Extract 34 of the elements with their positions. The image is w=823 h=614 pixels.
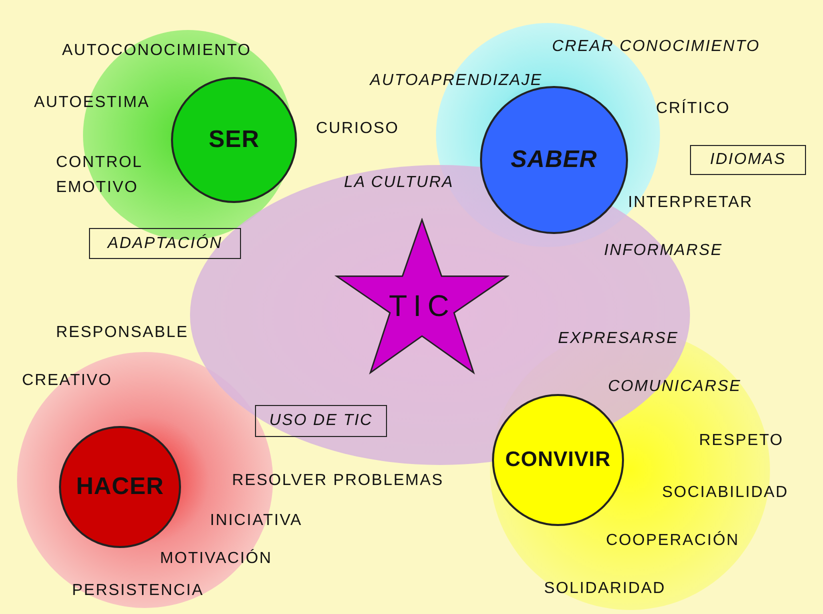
concept-label: PERSISTENCIA	[72, 581, 204, 601]
node-label: USO DE TIC	[269, 412, 373, 430]
concept-label: MOTIVACIÓN	[160, 548, 272, 569]
node-label: CONVIVIR	[505, 448, 611, 472]
concept-label: INFORMARSE	[604, 241, 723, 261]
concept-label: CURIOSO	[316, 119, 400, 139]
concept-label: CRÍTICO	[656, 98, 730, 119]
concept-label: CREATIVO	[22, 371, 112, 391]
star-node	[333, 218, 511, 376]
text-box	[690, 145, 806, 175]
concept-label: SOCIABILIDAD	[662, 483, 788, 503]
node-label: SABER	[510, 146, 598, 174]
concept-label: AUTOESTIMA	[34, 93, 150, 113]
node-label: HACER	[76, 473, 164, 501]
concept-label: AUTOAPRENDIZAJE	[370, 71, 542, 91]
concept-label: CONTROL EMOTIVO	[56, 153, 144, 198]
concept-label: INICIATIVA	[210, 511, 302, 531]
concept-label: RESPETO	[699, 431, 784, 451]
text-box	[255, 405, 387, 437]
node-label: SER	[208, 126, 260, 154]
concept-label: SOLIDARIDAD	[544, 579, 666, 599]
concept-label: INTERPRETAR	[628, 193, 753, 213]
concept-label: RESOLVER PROBLEMAS	[232, 471, 444, 491]
concept-label: CREAR CONOCIMIENTO	[552, 37, 760, 57]
concept-label: RESPONSABLE	[56, 323, 188, 343]
concept-label: LA CULTURA	[344, 173, 454, 193]
node-label: IDIOMAS	[710, 151, 786, 169]
node-label: ADAPTACIÓN	[108, 234, 222, 252]
text-box	[89, 228, 241, 259]
concept-label: EXPRESARSE	[558, 329, 678, 349]
concept-label: COMUNICARSE	[608, 377, 742, 397]
concept-label: AUTOCONOCIMIENTO	[62, 41, 252, 61]
concept-label: COOPERACIÓN	[606, 530, 740, 551]
node-label: TIC	[388, 290, 456, 324]
